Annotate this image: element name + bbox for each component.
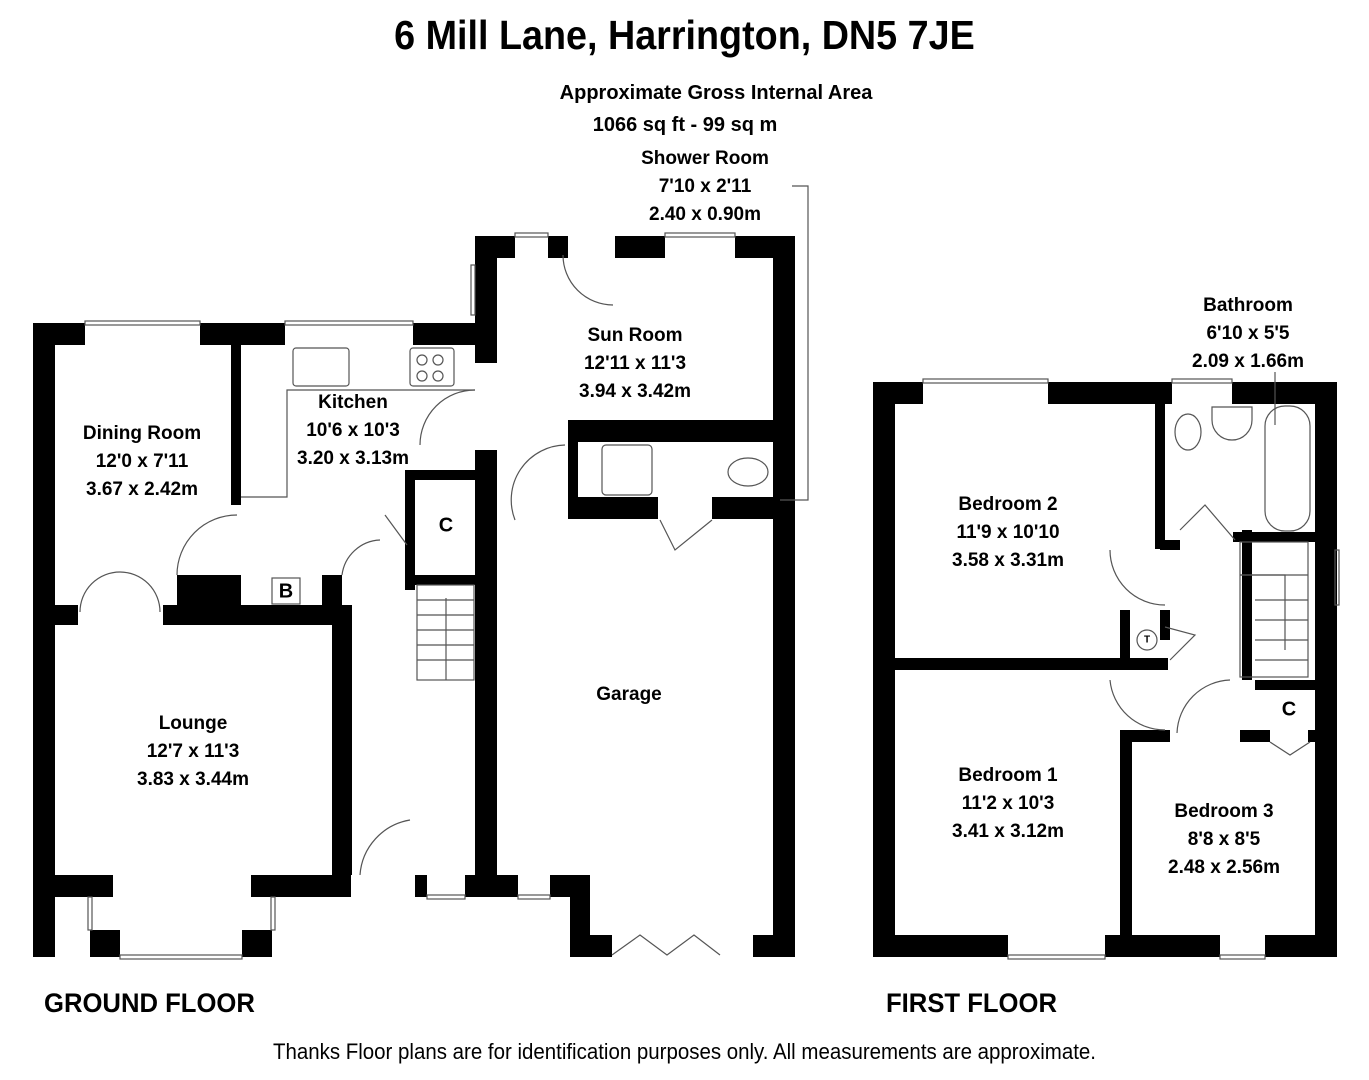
ground-floor-walls (33, 236, 795, 957)
area-value: 1066 sq ft - 99 sq m (592, 114, 778, 136)
room-metric: 2.40 x 0.90m (649, 204, 761, 225)
room-name: Sun Room (587, 325, 683, 346)
ground-floor-label: GROUND FLOOR (44, 988, 255, 1018)
room-bedroom-2: Bedroom 2 11'9 x 10'10 3.58 x 3.31m (952, 491, 1064, 575)
room-metric: 3.58 x 3.31m (952, 550, 1064, 571)
room-imperial: 6'10 x 5'5 (1206, 323, 1290, 344)
room-name: Garage (596, 684, 662, 705)
room-metric: 3.67 x 2.42m (86, 479, 198, 500)
room-metric: 3.94 x 3.42m (579, 381, 691, 402)
room-metric: 3.83 x 3.44m (137, 769, 249, 790)
room-imperial: 12'7 x 11'3 (146, 741, 240, 762)
room-bedroom-1: Bedroom 1 11'2 x 10'3 3.41 x 3.12m (952, 762, 1064, 846)
room-imperial: 10'6 x 10'3 (306, 420, 400, 441)
room-lounge: Lounge 12'7 x 11'3 3.83 x 3.44m (137, 710, 249, 794)
room-name: Kitchen (318, 392, 388, 413)
room-metric: 2.48 x 2.56m (1168, 857, 1280, 878)
room-metric: 3.20 x 3.13m (297, 448, 409, 469)
room-name: Lounge (158, 713, 228, 734)
property-address-title: 6 Mill Lane, Harrington, DN5 7JE (394, 12, 975, 58)
room-shower-room: Shower Room 7'10 x 2'11 2.40 x 0.90m (641, 145, 769, 229)
room-kitchen: Kitchen 10'6 x 10'3 3.20 x 3.13m (297, 389, 409, 473)
first-floor-label: FIRST FLOOR (886, 988, 1057, 1018)
room-name: Dining Room (82, 423, 202, 444)
room-imperial: 12'11 x 11'3 (583, 353, 687, 374)
first-floor-fixtures (922, 372, 1340, 960)
cupboard-tag: C (1281, 698, 1297, 721)
area-heading: Approximate Gross Internal Area (559, 82, 873, 104)
room-metric: 3.41 x 3.12m (952, 821, 1064, 842)
disclaimer-text: Thanks Floor plans are for identificatio… (272, 1039, 1096, 1064)
room-name: Shower Room (641, 148, 769, 169)
first-floor-walls (873, 382, 1337, 957)
room-name: Bedroom 2 (958, 494, 1058, 515)
room-imperial: 7'10 x 2'11 (658, 176, 752, 197)
cupboard-tag: C (438, 514, 454, 537)
tank-tag: T (1143, 634, 1151, 646)
room-bathroom: Bathroom 6'10 x 5'5 2.09 x 1.66m (1192, 292, 1304, 376)
room-name: Bedroom 3 (1174, 801, 1274, 822)
boiler-tag: B (278, 580, 294, 603)
room-imperial: 12'0 x 7'11 (95, 451, 189, 472)
room-metric: 2.09 x 1.66m (1192, 351, 1304, 372)
room-name: Bedroom 1 (958, 765, 1058, 786)
room-imperial: 11'9 x 10'10 (956, 522, 1060, 543)
room-imperial: 11'2 x 10'3 (961, 793, 1055, 814)
room-garage: Garage (596, 681, 661, 709)
room-dining-room: Dining Room 12'0 x 7'11 3.67 x 2.42m (83, 420, 201, 504)
room-imperial: 8'8 x 8'5 (1187, 829, 1261, 850)
ground-floor-fixtures (79, 185, 809, 960)
room-name: Bathroom (1203, 295, 1293, 316)
room-bedroom-3: Bedroom 3 8'8 x 8'5 2.48 x 2.56m (1168, 798, 1280, 882)
room-sun-room: Sun Room 12'11 x 11'3 3.94 x 3.42m (579, 322, 691, 406)
